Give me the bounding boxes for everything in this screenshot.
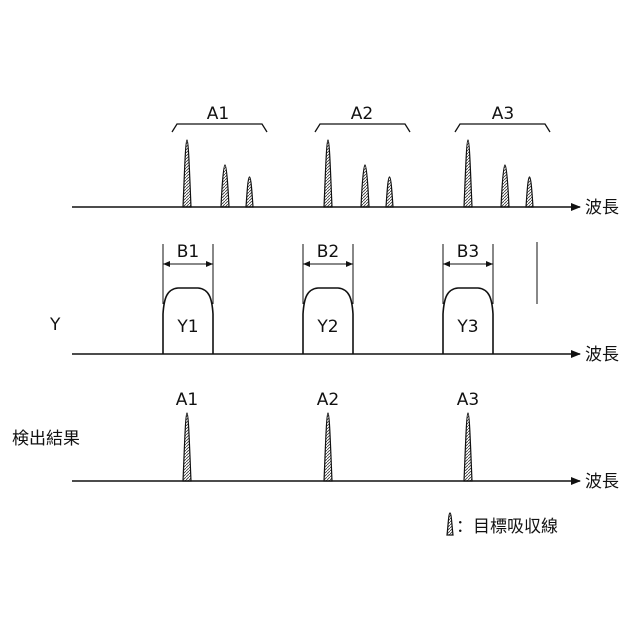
wavelength-axis-label: 波長: [585, 198, 619, 218]
detected-peak-a1: [183, 413, 191, 481]
absorption-peak: [464, 140, 472, 207]
wavelength-axis-label: 波長: [585, 472, 619, 492]
absorption-line-icon: [447, 513, 453, 535]
bandwidth-label-b3: B3: [457, 242, 479, 262]
group-brace-a1: [172, 124, 267, 132]
peak-label-a1: A1: [176, 390, 198, 410]
bandwidth-label-b2: B2: [317, 242, 339, 262]
bottom-row: 検出結果 A1 A2 A3 波長: [12, 390, 619, 492]
side-label-y: Y: [49, 315, 61, 335]
detected-peak-a2: [324, 413, 332, 481]
wavelength-axis-label: 波長: [585, 345, 619, 365]
peak-label-a2: A2: [317, 390, 339, 410]
peak-label-a3: A3: [457, 390, 479, 410]
absorption-peak: [386, 177, 393, 207]
group-label-a2: A2: [351, 104, 373, 124]
absorption-peak: [246, 177, 253, 207]
side-label-detection-result: 検出結果: [12, 429, 80, 449]
group-brace-a2: [315, 124, 410, 132]
top-row: A1 A2 A3 波長: [72, 104, 619, 218]
absorption-peak: [501, 165, 509, 207]
filter-label-y2: Y2: [316, 317, 338, 337]
group-label-a1: A1: [207, 104, 229, 124]
filter-label-y3: Y3: [456, 317, 478, 337]
detected-peak-a3: [464, 413, 472, 481]
absorption-peak: [361, 165, 369, 207]
bandwidth-label-b1: B1: [177, 242, 199, 262]
absorption-peak: [221, 165, 229, 207]
filter-label-y1: Y1: [176, 317, 198, 337]
absorption-peak: [183, 140, 191, 207]
group-label-a3: A3: [492, 104, 514, 124]
absorption-peak: [526, 177, 533, 207]
absorption-peak: [324, 140, 332, 207]
middle-row: Y B1 B2 B3 Y1 Y2 Y3 波長: [49, 242, 619, 365]
group-brace-a3: [455, 124, 550, 132]
legend-text: ：目標吸収線: [456, 517, 558, 537]
legend: ：目標吸収線: [447, 513, 558, 537]
